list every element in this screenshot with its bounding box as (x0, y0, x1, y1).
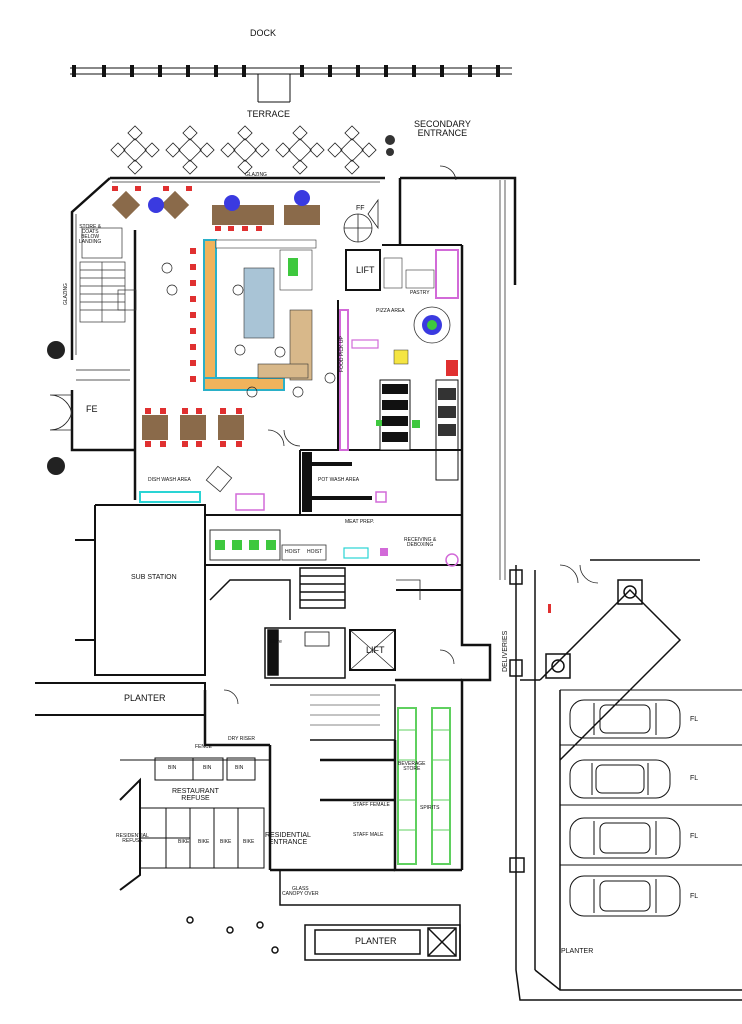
label-store: Store (270, 639, 282, 645)
dock-boardwalk (70, 67, 512, 103)
dining-tables-bottom (142, 415, 244, 440)
label-fl-2: FL (690, 775, 699, 782)
dock-posts (72, 65, 500, 77)
cold-rooms (209, 529, 327, 561)
pizza-oven (413, 306, 451, 344)
label-meat-prep: MEAT PREP. (345, 519, 375, 525)
label-bike-1: BIKE (178, 839, 190, 845)
dining-tables-top (111, 190, 320, 225)
label-glass-canopy: GLASS CANOPY OVER (282, 886, 319, 897)
label-beverage-store: BEVERAGE STORE (398, 761, 426, 772)
red-chairs (112, 186, 262, 447)
cars (569, 699, 681, 917)
label-store-coats: STORE & COATS BELOW LANDING (79, 224, 102, 245)
terrace-table-sets (110, 125, 377, 175)
label-fl-4: FL (690, 893, 699, 900)
terrace-planter-pot (385, 135, 395, 156)
label-staff-female: STAFF FEMALE (353, 802, 390, 808)
label-fl-1: FL (690, 716, 699, 723)
label-ff: FF (356, 205, 365, 212)
label-restaurant-refuse: RESTAURANT REFUSE (172, 788, 219, 802)
label-glazing-top: GLAZING (245, 172, 267, 178)
label-residential-refuse: RESIDENTIAL REFUSE (116, 833, 149, 844)
beverage-store-shelves (397, 707, 451, 865)
label-residential-entrance: RESIDENTIAL ENTRANCE (265, 832, 311, 846)
label-fence: FENCE (195, 744, 212, 750)
label-dry-riser: DRY RISER (228, 736, 256, 742)
label-bike-3: BIKE (220, 839, 232, 845)
label-lift-mid: LIFT (366, 645, 385, 655)
label-dish-wash: DISH WASH AREA (148, 477, 191, 483)
stair-left (79, 227, 137, 323)
receiving-fixtures (343, 547, 459, 567)
lift-top (345, 249, 381, 291)
label-lift-top: LIFT (356, 265, 375, 275)
label-pot-wash: POT WASH AREA (318, 477, 360, 483)
label-planter-left: PLANTER (124, 693, 166, 703)
red-arrow (548, 604, 551, 613)
parking-bays (560, 689, 742, 866)
refuse-area (119, 757, 270, 891)
label-fe: FE (86, 404, 98, 414)
glazing-lines (75, 180, 506, 580)
label-pizza-area: PIZZA AREA (376, 308, 405, 314)
external-path (509, 180, 742, 1001)
label-sub-station: SUB STATION (131, 574, 177, 581)
label-bike-4: BIKE (243, 839, 255, 845)
label-deliveries: DELIVERIES (502, 630, 509, 672)
label-hoist-1: HOIST (285, 549, 301, 555)
revolving-door (343, 198, 379, 243)
right-walls (203, 560, 492, 872)
cooking-line (376, 349, 459, 481)
label-terrace: TERRACE (247, 109, 291, 119)
canopy-planters (186, 870, 461, 961)
food-pickup-counter (339, 309, 379, 451)
label-bin-3: BIN (235, 765, 244, 771)
label-dock: DOCK (250, 28, 277, 38)
label-food-pick-up: FOOD PICK UP (339, 336, 345, 372)
label-spirits: SPIRITS (420, 805, 440, 811)
trees (47, 341, 65, 475)
label-planter-right: PLANTER (561, 948, 594, 955)
label-secondary-entrance: SECONDARY ENTRANCE (414, 119, 471, 138)
misc-doors (223, 165, 599, 705)
planter-left (35, 682, 206, 716)
label-pastry: PASTRY (410, 290, 430, 296)
substation (75, 504, 206, 676)
label-bike-2: BIKE (198, 839, 210, 845)
label-fl-3: FL (690, 833, 699, 840)
label-receiving: RECEIVING & DEBOXING (404, 537, 437, 548)
pot-wash (302, 452, 387, 512)
label-bin-1: BIN (168, 765, 177, 771)
label-staff-male: STAFF MALE (353, 832, 384, 838)
label-planter-mid: PLANTER (355, 936, 397, 946)
bar-counter (203, 239, 317, 391)
label-glazing-left: GLAZING (63, 283, 69, 305)
pastry-area-fixtures (383, 249, 459, 299)
label-hoist-2: HOIST (307, 549, 323, 555)
bar-stools (161, 262, 336, 398)
core (209, 567, 396, 741)
label-bin-2: BIN (203, 765, 212, 771)
dish-wash (139, 465, 265, 511)
fe-doors (49, 369, 130, 431)
